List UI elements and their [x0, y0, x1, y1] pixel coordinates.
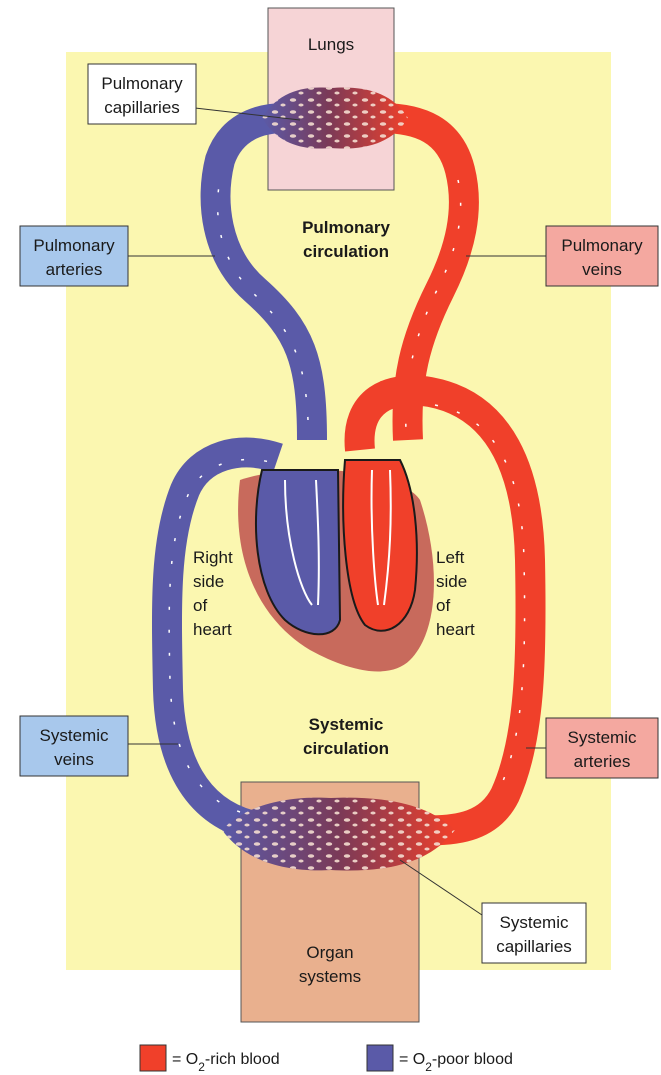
legend-poor-swatch — [367, 1045, 393, 1071]
legend-rich-swatch — [140, 1045, 166, 1071]
pulmonary-arteries-label-line1: Pulmonary — [33, 236, 115, 255]
svg-text:side: side — [436, 572, 467, 591]
organ-systems-label-line2: systems — [299, 967, 361, 986]
organ-systems-label-line1: Organ — [306, 943, 353, 962]
pulmonary-veins-label-line2: veins — [582, 260, 622, 279]
systemic-veins-label-line2: veins — [54, 750, 94, 769]
systemic-veins-label-line1: Systemic — [40, 726, 109, 745]
pulmonary-capillaries-label-line2: capillaries — [104, 98, 180, 117]
svg-text:Right: Right — [193, 548, 233, 567]
systemic-capillaries-label-line1: Systemic — [500, 913, 569, 932]
legend-rich-label: = O2-rich blood — [172, 1051, 280, 1074]
svg-text:of: of — [436, 596, 450, 615]
svg-text:Left: Left — [436, 548, 465, 567]
svg-text:heart: heart — [436, 620, 475, 639]
svg-text:of: of — [193, 596, 207, 615]
pulmonary-circulation-label-line1: Pulmonary — [302, 218, 390, 237]
systemic-circulation-label-line2: circulation — [303, 739, 389, 758]
legend-poor-label: = O2-poor blood — [399, 1051, 513, 1074]
systemic-capillaries-label-line2: capillaries — [496, 937, 572, 956]
svg-text:side: side — [193, 572, 224, 591]
pulmonary-veins-label-line1: Pulmonary — [561, 236, 643, 255]
systemic-arteries-label-line1: Systemic — [568, 728, 637, 747]
lungs-label: Lungs — [308, 35, 354, 54]
heart-left-chambers — [343, 460, 417, 631]
systemic-circulation-label-line1: Systemic — [309, 715, 384, 734]
svg-text:heart: heart — [193, 620, 232, 639]
pulmonary-circulation-label-line2: circulation — [303, 242, 389, 261]
pulmonary-capillaries-label-line1: Pulmonary — [101, 74, 183, 93]
pulmonary-arteries-label-line2: arteries — [46, 260, 103, 279]
systemic-arteries-label-line2: arteries — [574, 752, 631, 771]
